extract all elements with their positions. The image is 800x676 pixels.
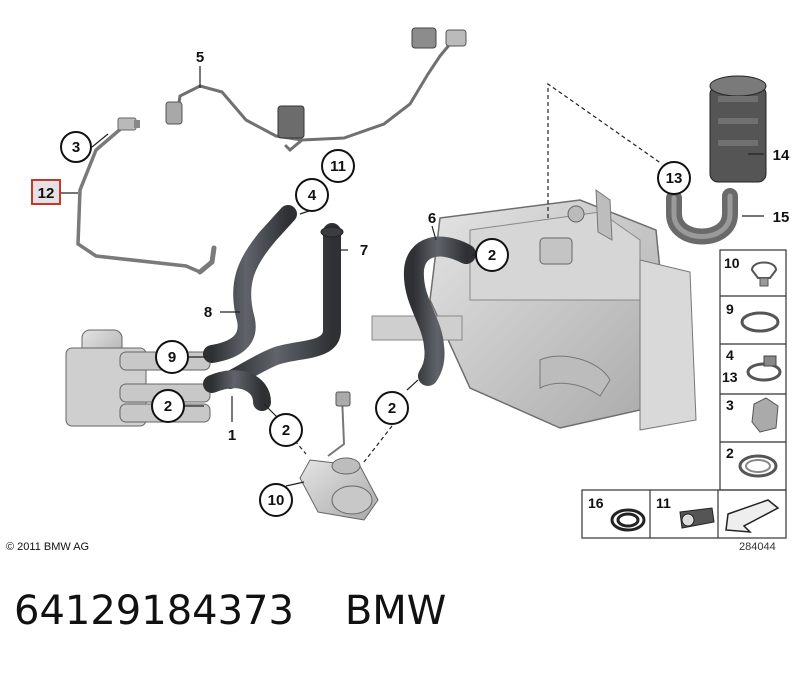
- pipe-12-sensor: [117, 117, 140, 131]
- callout-3: 3: [60, 131, 92, 163]
- callout-1: 1: [228, 427, 236, 444]
- svg-text:12: 12: [38, 185, 55, 202]
- hose-6: [403, 236, 476, 386]
- hose-7: [221, 223, 341, 389]
- callout-2b: 2: [151, 389, 185, 423]
- brand-name: BMW: [344, 588, 447, 634]
- legend-row-3: 3: [726, 397, 779, 433]
- svg-text:5: 5: [196, 49, 204, 66]
- callout-10: 10: [259, 483, 293, 517]
- coolant-valve: [65, 329, 211, 427]
- legend-item-arrow: [725, 499, 780, 533]
- harness-connector-left: [165, 101, 183, 125]
- svg-text:4: 4: [726, 347, 734, 363]
- legend-row-10: 10: [724, 255, 778, 287]
- svg-text:14: 14: [773, 147, 790, 164]
- svg-text:2: 2: [488, 247, 496, 264]
- callout-12: 12: [31, 179, 61, 205]
- svg-text:2: 2: [726, 445, 734, 461]
- legend-column: [719, 249, 787, 491]
- svg-text:2: 2: [388, 400, 396, 417]
- footer: 64129184373 BMW: [14, 588, 446, 634]
- callout-9: 9: [155, 340, 189, 374]
- svg-text:13: 13: [666, 170, 683, 187]
- svg-text:3: 3: [726, 397, 734, 413]
- svg-text:4: 4: [308, 187, 317, 204]
- svg-text:2: 2: [282, 422, 290, 439]
- svg-text:11: 11: [656, 495, 671, 511]
- fuel-filter-14: [709, 75, 767, 183]
- svg-text:1: 1: [228, 427, 236, 444]
- svg-text:15: 15: [773, 209, 790, 226]
- svg-text:11: 11: [330, 158, 346, 175]
- callout-4: 4: [295, 178, 329, 212]
- coolant-pump-10: [299, 391, 379, 521]
- svg-text:10: 10: [268, 492, 285, 509]
- callout-2c: 2: [269, 413, 303, 447]
- callout-7: 7: [360, 242, 368, 259]
- callout-5: 5: [196, 49, 204, 66]
- callout-2a: 2: [475, 238, 509, 272]
- callout-11: 11: [321, 149, 355, 183]
- svg-text:10: 10: [724, 255, 740, 271]
- harness-connector-block: [277, 105, 305, 139]
- legend-row-4-13: 4 13: [722, 347, 782, 385]
- legend-row-9: 9: [726, 301, 780, 333]
- svg-text:13: 13: [722, 369, 738, 385]
- svg-text:9: 9: [726, 301, 734, 317]
- callout-15: 15: [773, 209, 790, 226]
- drawing-id: 284044: [739, 541, 776, 553]
- svg-text:7: 7: [360, 242, 368, 259]
- callout-8: 8: [204, 304, 212, 321]
- copyright-text: © 2011 BMW AG: [6, 541, 90, 553]
- callout-6: 6: [428, 210, 436, 227]
- harness-connector-end: [445, 29, 467, 47]
- part-number: 64129184373: [14, 588, 294, 634]
- svg-text:2: 2: [164, 398, 172, 415]
- callout-13: 13: [657, 161, 691, 195]
- legend-bottom-row: [581, 489, 787, 539]
- callout-2d: 2: [375, 391, 409, 425]
- harness-connector-right: [411, 27, 437, 49]
- svg-text:3: 3: [72, 139, 80, 156]
- svg-text:9: 9: [168, 349, 176, 366]
- svg-text:8: 8: [204, 304, 212, 321]
- leader-dashed-2d: [363, 425, 393, 463]
- pipe-12-drawing: [76, 124, 217, 275]
- callout-14: 14: [773, 147, 790, 164]
- leader-dashed-heater: [547, 82, 663, 218]
- svg-text:6: 6: [428, 210, 436, 227]
- hose-8: [203, 205, 297, 363]
- wiring-harness-5: [176, 38, 466, 153]
- leader-lines: [60, 66, 764, 487]
- legend-item-11: 11: [656, 495, 715, 529]
- svg-text:16: 16: [588, 495, 604, 511]
- legend-item-16: 16: [588, 495, 646, 532]
- hose-1: [203, 370, 271, 413]
- hose-7-end: [320, 226, 344, 238]
- legend-row-2: 2: [726, 445, 778, 478]
